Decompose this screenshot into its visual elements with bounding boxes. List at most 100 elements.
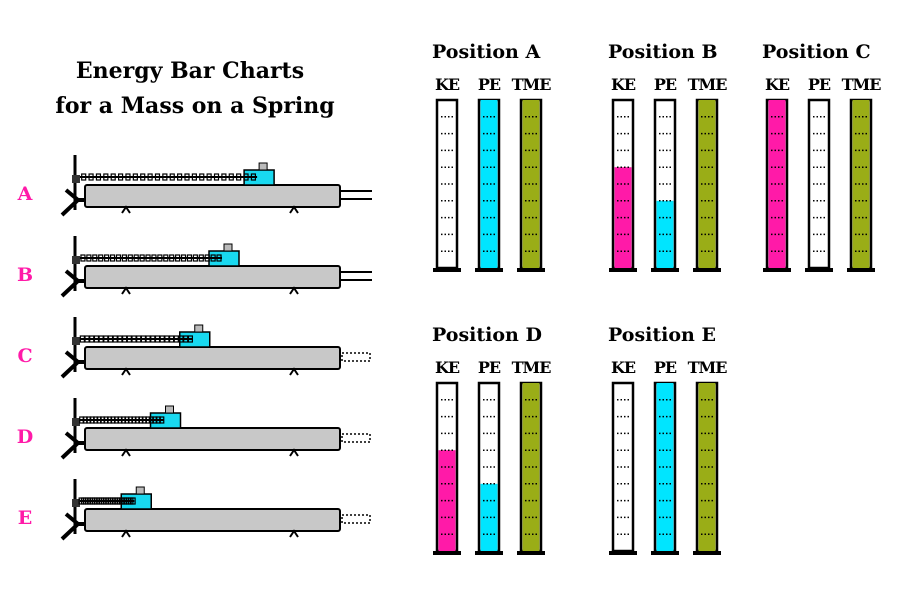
spring-coil [89,335,95,343]
bar-base [475,268,503,272]
spring-coil [104,254,110,262]
bar-label-ke: KE [435,358,460,377]
row-label: A [17,183,33,205]
spring-coil [159,416,165,424]
spring-coil [84,335,90,343]
bar-base [847,268,875,272]
bar-label-tme: TME [512,75,552,94]
bar-base [433,268,461,272]
bar-fill-ke [438,450,456,551]
spring-coil [216,254,222,262]
bar-label-ke: KE [765,75,790,94]
air-track-row: D [17,398,371,460]
spring-coil [145,335,151,343]
bar-base [651,268,679,272]
spring-coil [103,173,109,181]
bar-base [475,551,503,555]
track-body [84,265,341,289]
spring-coil [79,335,85,343]
spring-coil [169,254,175,262]
spring-coil [151,254,157,262]
bar-label-pe: PE [654,75,677,94]
spring-coil [173,335,179,343]
bar-base [763,268,791,272]
spring-coil [125,173,131,181]
spring-coil [127,254,133,262]
title-line-2: for a Mass on a Spring [55,93,334,119]
chart-title: Position D [432,324,542,346]
row-label: B [17,264,33,286]
spring-clamp [72,256,80,264]
spring-coil [178,335,184,343]
air-track-row: E [18,479,371,541]
track-body [84,508,341,532]
bar-fill-pe [656,383,674,551]
bar-fill-ke [614,167,632,268]
bar-label-ke: KE [611,75,636,94]
spring-coil [180,254,187,262]
air-hose [340,190,372,200]
bar-frame-ke [611,381,635,553]
spring-coil [147,173,153,181]
bar-frame-ke [435,98,459,270]
spring-coil [154,173,161,181]
bar-label-tme: TME [688,358,728,377]
track-feet [121,286,299,295]
spring-coil [150,335,156,343]
spring-coil [169,173,175,181]
spring-coil [163,254,169,262]
bar-label-pe: PE [808,75,831,94]
bar-base [517,551,545,555]
bar-fill-tme [852,100,870,268]
spring-coil [154,335,161,343]
chart-title: Position B [608,41,718,63]
spring-coil [228,173,234,181]
right-spring [341,514,371,524]
spring-coil [186,254,193,262]
spring-coil [131,335,137,343]
chart-title: Position E [608,324,716,346]
bar-base [609,551,637,555]
glider-tab [223,243,233,252]
spring-coil [112,335,118,343]
bar-fill-tme [522,100,540,268]
spring-coil [192,254,198,262]
spring-coil [81,173,87,181]
spring-coil [130,497,136,505]
spring-coil [187,335,194,343]
bar-base [693,551,721,555]
spring-coil [157,254,163,262]
track-body [84,427,341,451]
spring-coil [140,173,146,181]
track-feet [121,448,299,457]
track-feet [121,367,299,376]
energy-chart-position-b: Position B KE PE TME [608,41,728,272]
spring-clamp [72,175,80,183]
spring-coil [183,335,189,343]
track-feet [121,205,299,214]
bar-label-tme: TME [688,75,728,94]
spring-coil [236,173,242,181]
spring-coil [110,173,116,181]
spring-coil [98,335,104,343]
spring-coil [86,254,92,262]
spring-coil [121,254,127,262]
spring-coil [117,173,124,181]
spring-coil [175,254,181,262]
spring-coil [169,335,175,343]
title-line-1: Energy Bar Charts [76,58,304,84]
bar-label-pe: PE [478,75,501,94]
spring-clamp [72,337,80,345]
bar-frame-pe [807,98,831,270]
bar-label-pe: PE [654,358,677,377]
glider-tab [165,405,174,414]
spring-coil [162,173,168,181]
spring-coil [191,173,197,181]
glider-tab [258,162,268,171]
spring-coil [107,335,114,343]
